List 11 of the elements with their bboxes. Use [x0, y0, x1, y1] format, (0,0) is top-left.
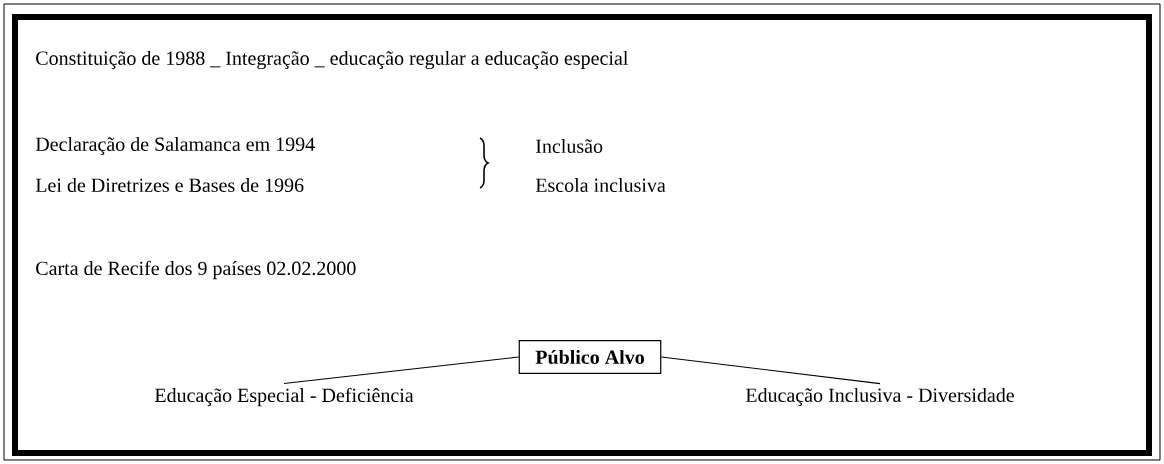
text-line: Escola inclusiva: [535, 177, 666, 192]
text-line: Constituição de 1988 _ Integração _ educação regular a educação especial: [36, 50, 628, 70]
label-box: Público Alvo: [518, 339, 662, 374]
category-text: Educação Inclusiva - Diversidade: [745, 387, 1014, 407]
text-line: Lei de Diretrizes e Bases de 1996: [35, 177, 304, 192]
category-text: Educação Especial - Deficiência: [154, 387, 414, 407]
connector-line: [660, 356, 881, 385]
text-line: Inclusão: [536, 138, 603, 153]
text-line: Declaração de Salamanca em 1994: [35, 136, 315, 156]
text-line: Carta de Recife dos 9 países 02.02.2000: [36, 260, 356, 280]
connector-line: [283, 356, 520, 385]
